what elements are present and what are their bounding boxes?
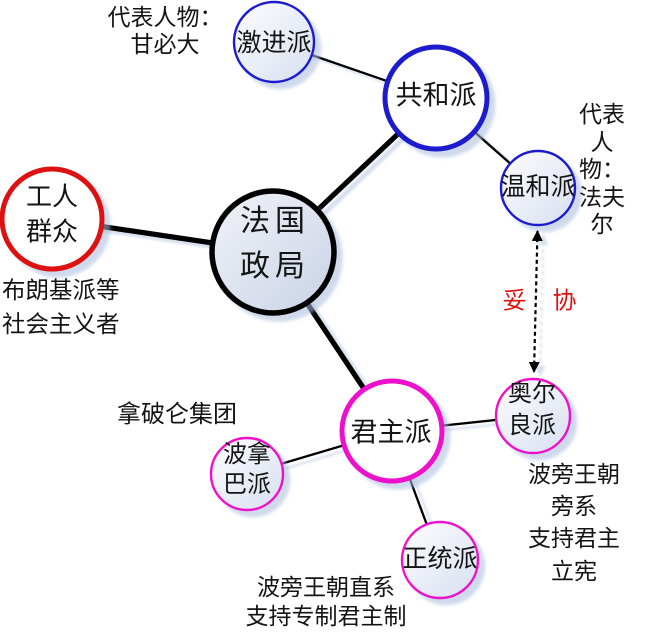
node-circle-center [209, 188, 337, 316]
annotation-bonapartist-note: 拿破仑集团 [117, 402, 237, 428]
node-circle-republican [382, 44, 490, 152]
node-circle-legitimist [400, 520, 480, 600]
annotation-workers-note: 布朗基派等 社会主义者 [2, 278, 120, 339]
node-label-legitimist: 正统派 [402, 546, 478, 573]
node-label-moderate: 温和派 [500, 174, 576, 201]
node-label-republican: 共和派 [395, 80, 477, 111]
node-label-workers: 工人 群众 [25, 182, 79, 246]
node-label-radical: 激进派 [236, 30, 312, 57]
node-circle-workers [0, 166, 105, 272]
node-label-center: 法国 政局 [240, 205, 310, 283]
annotation-orleanist-note: 波旁王朝旁系 支持君主立宪 [528, 462, 620, 584]
node-circle-moderate [499, 149, 577, 227]
node-label-monarchist: 君主派 [350, 417, 432, 448]
node-circle-bonapartist [209, 436, 285, 512]
node-circle-monarchist [339, 378, 445, 484]
node-circle-orleanist [494, 377, 572, 455]
annotation-legitimist-note: 波旁王朝直系 支持专制君主制 [245, 575, 407, 630]
annotation-radical-representative: 代表人物： 甘必大 [107, 5, 223, 58]
node-label-orleanist: 奥尔 良派 [508, 381, 556, 439]
node-label-bonapartist: 波拿 巴派 [223, 442, 271, 498]
annotation-moderate-representative: 代表人物： 法夫尔 [579, 102, 625, 238]
compromise-arrow [528, 230, 543, 373]
node-circle-radical [232, 0, 316, 84]
compromise-label: 妥 协 [502, 288, 578, 315]
